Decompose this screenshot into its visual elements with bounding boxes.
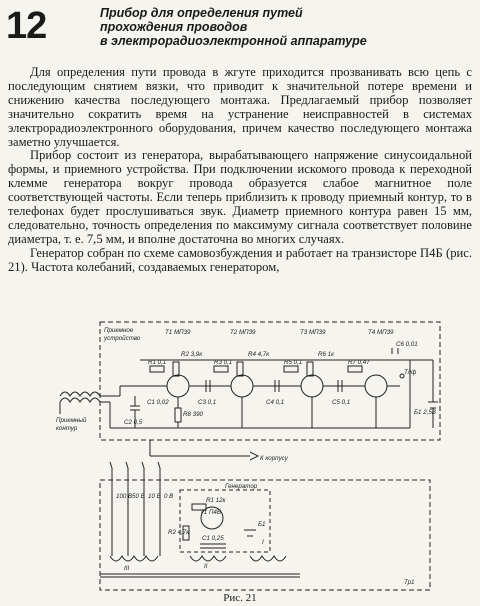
- heading-line: в электрорадиоэлектронной аппаратуре: [100, 34, 367, 48]
- transistor-label: Т2 МП39: [230, 329, 256, 336]
- transistor-label: Т4 МП39: [368, 329, 394, 336]
- receiver-label: устройство: [103, 335, 141, 342]
- heading-line: Прибор для определения путей: [100, 6, 303, 20]
- paragraph: Прибор состоит из генератора, вырабатыва…: [8, 148, 472, 246]
- coil-label: Приемный: [56, 417, 87, 424]
- heading-line: прохождения проводов: [100, 20, 248, 34]
- component-label: R1 0,1: [148, 359, 166, 366]
- component-label: Б1: [258, 521, 265, 528]
- receiver-frame: [99, 321, 441, 441]
- component-label: R5 0,1: [284, 359, 302, 366]
- tap-voltage-label: 0 В: [164, 493, 173, 500]
- paragraph: Генератор собран по схеме самовозбуждени…: [8, 245, 472, 274]
- winding-label: I: [262, 539, 264, 546]
- component-label: Тлф: [404, 369, 416, 376]
- component-label: С3 0,1: [198, 399, 216, 406]
- component-label: С2 0,5: [124, 419, 143, 426]
- component-label: R4 4,7к: [248, 351, 270, 358]
- component-label: R3 0,1: [214, 359, 232, 366]
- transistor-label: Т3 МП39: [300, 329, 326, 336]
- winding-label: III: [124, 565, 129, 572]
- chassis-label: К корпусу: [260, 455, 289, 462]
- component-label: R2 4,7к: [168, 529, 190, 536]
- generator-frame: [99, 479, 431, 591]
- component-label: R7 0,47: [348, 359, 370, 366]
- component-label: R8 390: [183, 411, 204, 418]
- tap-voltage-label: 10 В: [148, 493, 161, 500]
- transistor-label: Т1 МП39: [165, 329, 191, 336]
- component-label: R2 3,9к: [181, 351, 203, 358]
- coil-label: контур: [56, 425, 78, 432]
- tap-voltage-label: 50 В: [132, 493, 145, 500]
- component-label: Тр1: [404, 579, 414, 586]
- component-label: Б1 2,5В: [414, 409, 436, 416]
- tap-voltage-label: 100 В: [116, 493, 132, 500]
- component-label: С4 0,1: [266, 399, 284, 406]
- paragraph: Для определения пути провода в жгуте при…: [8, 65, 472, 149]
- component-label: С1 0,02: [147, 399, 169, 406]
- page-number: 12: [6, 5, 47, 47]
- receiver-label: Приемное: [104, 327, 134, 334]
- generator-label: Генератор: [225, 483, 258, 490]
- article-heading: Прибор для определения путей прохождения…: [100, 6, 470, 48]
- component-label: С5 0,1: [332, 399, 350, 406]
- winding-label: II: [204, 563, 208, 570]
- circuit-diagram: Приемное устройство Т1 МП39 Т2 МП39 Т3 М…: [56, 321, 441, 591]
- component-label: R1 12к: [206, 497, 227, 504]
- article-body: Для определения пути провода в жгуте при…: [8, 65, 472, 275]
- component-label: С1 0,25: [202, 535, 224, 542]
- component-label: R6 1к: [318, 351, 335, 358]
- component-label: Т1 П4Б: [200, 509, 221, 516]
- figure-caption: Рис. 21: [223, 592, 257, 604]
- component-label: С6 0,01: [396, 341, 418, 348]
